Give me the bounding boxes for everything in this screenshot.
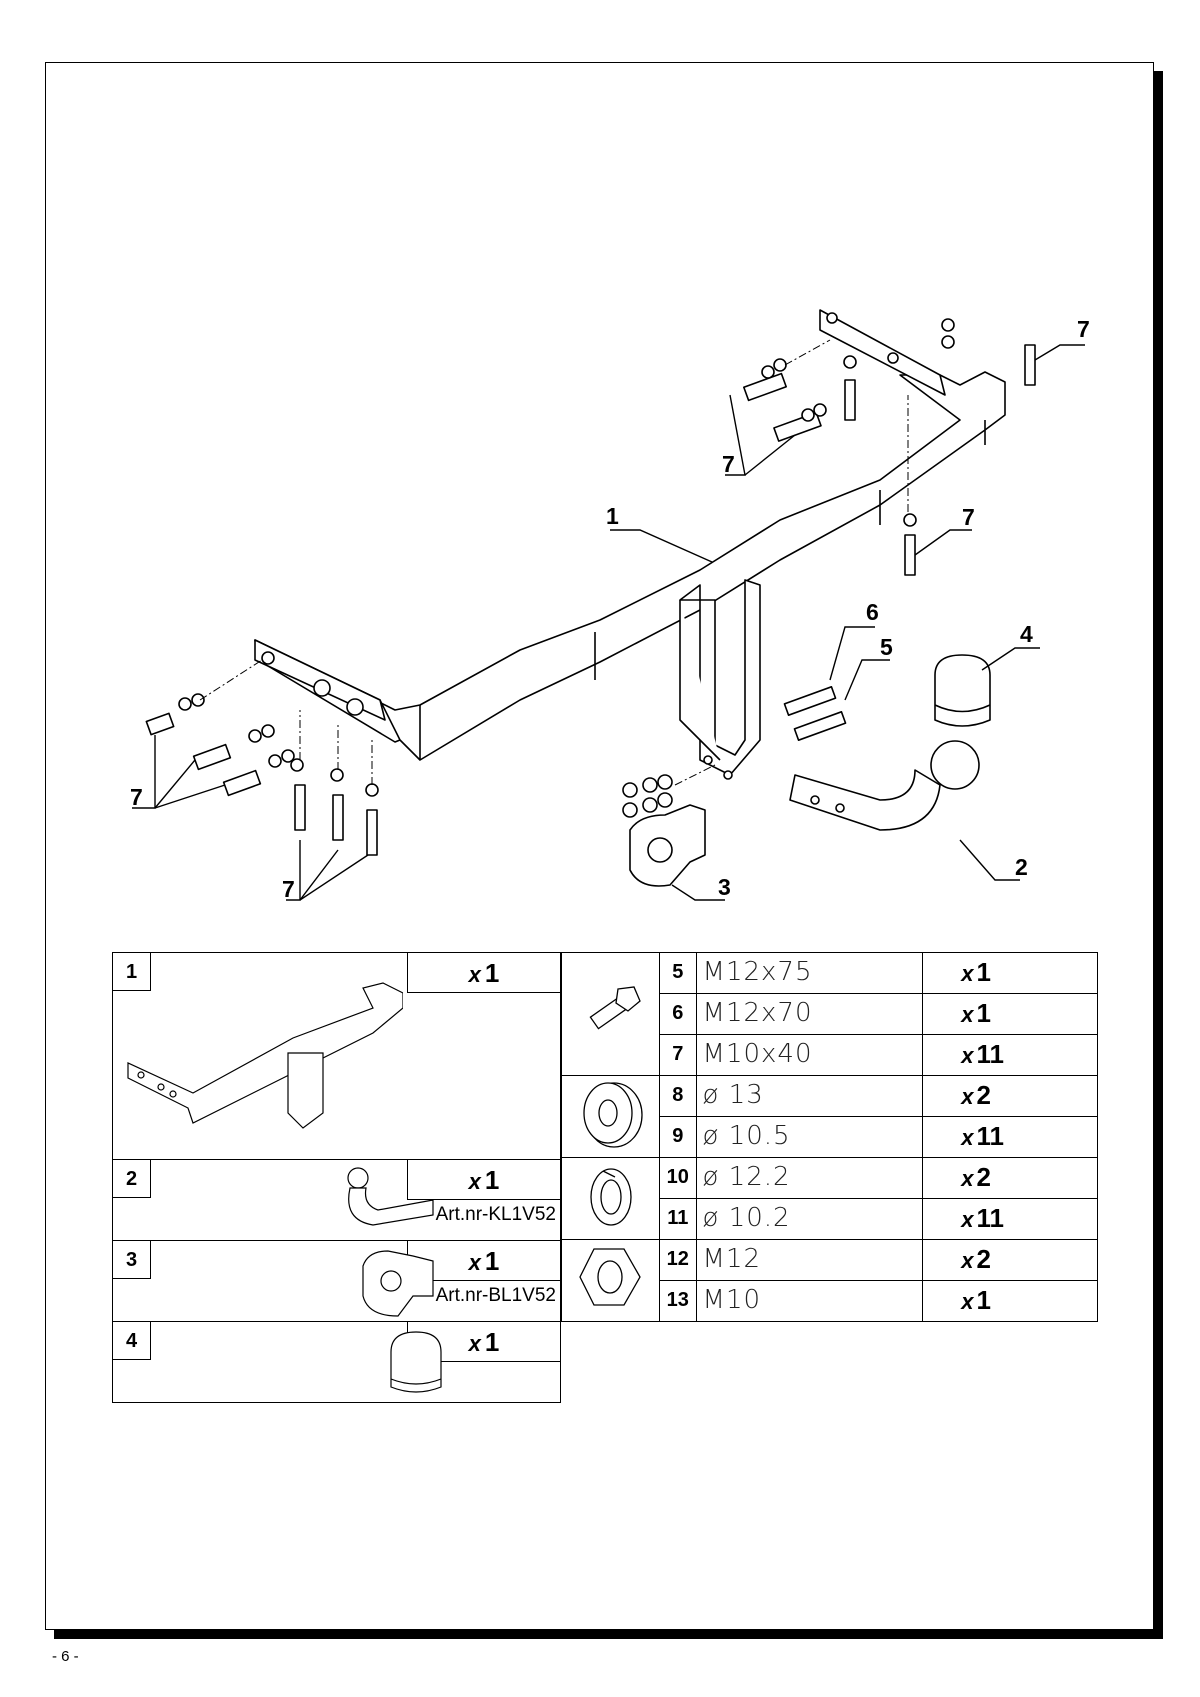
part-spec: ø 10.5: [695, 1116, 924, 1158]
part-spec: M10x40: [695, 1034, 924, 1076]
article-number: Art.nr-BL1V52: [435, 1285, 556, 1306]
callout-7-bottom-left: 7: [282, 876, 295, 902]
socket-plate-thumbnail: [362, 1250, 434, 1317]
part-number: 2: [113, 1160, 151, 1198]
socket-plate-drawing: [629, 804, 706, 887]
page-number: - 6 -: [52, 1648, 79, 1665]
part-spec: M10: [695, 1280, 924, 1322]
callout-1: 1: [606, 503, 619, 529]
towball-drawing: [789, 740, 980, 831]
callout-2: 2: [1015, 854, 1028, 880]
cap-drawing: [934, 654, 991, 727]
callout-3: 3: [718, 874, 731, 900]
callout-6: 6: [866, 599, 879, 625]
part-spec: M12: [695, 1239, 924, 1281]
callout-7-top-right: 7: [1077, 316, 1090, 342]
part-spec: ø 13: [695, 1075, 924, 1117]
callout-7-top: 7: [722, 451, 735, 477]
bolt-icon: [561, 952, 660, 1076]
crossbar-drawing: [254, 309, 1006, 780]
part-spec: M12x70: [695, 993, 924, 1035]
flat-washer-icon: [561, 1075, 660, 1158]
part-number: 1: [113, 953, 151, 991]
cap-thumbnail: [390, 1331, 442, 1393]
callout-7-left: 7: [130, 784, 143, 810]
callout-5: 5: [880, 634, 893, 660]
callout-4: 4: [1020, 621, 1033, 647]
crossbar-thumbnail: [127, 982, 403, 1129]
hex-nut-icon: [561, 1239, 660, 1322]
part-number: 3: [113, 1241, 151, 1279]
part-spec: ø 12.2: [695, 1157, 924, 1199]
axis-lines: [199, 339, 909, 786]
part-spec: M12x75: [695, 952, 924, 994]
callout-7-right: 7: [962, 504, 975, 530]
part-spec: ø 10.2: [695, 1198, 924, 1240]
towball-thumbnail: [347, 1167, 434, 1226]
part-number: 4: [113, 1322, 151, 1360]
leader-lines: [132, 344, 1085, 901]
article-number: Art.nr-KL1V52: [435, 1204, 556, 1225]
spring-washer-icon: [561, 1157, 660, 1240]
bolts-drawing: [145, 318, 1036, 856]
